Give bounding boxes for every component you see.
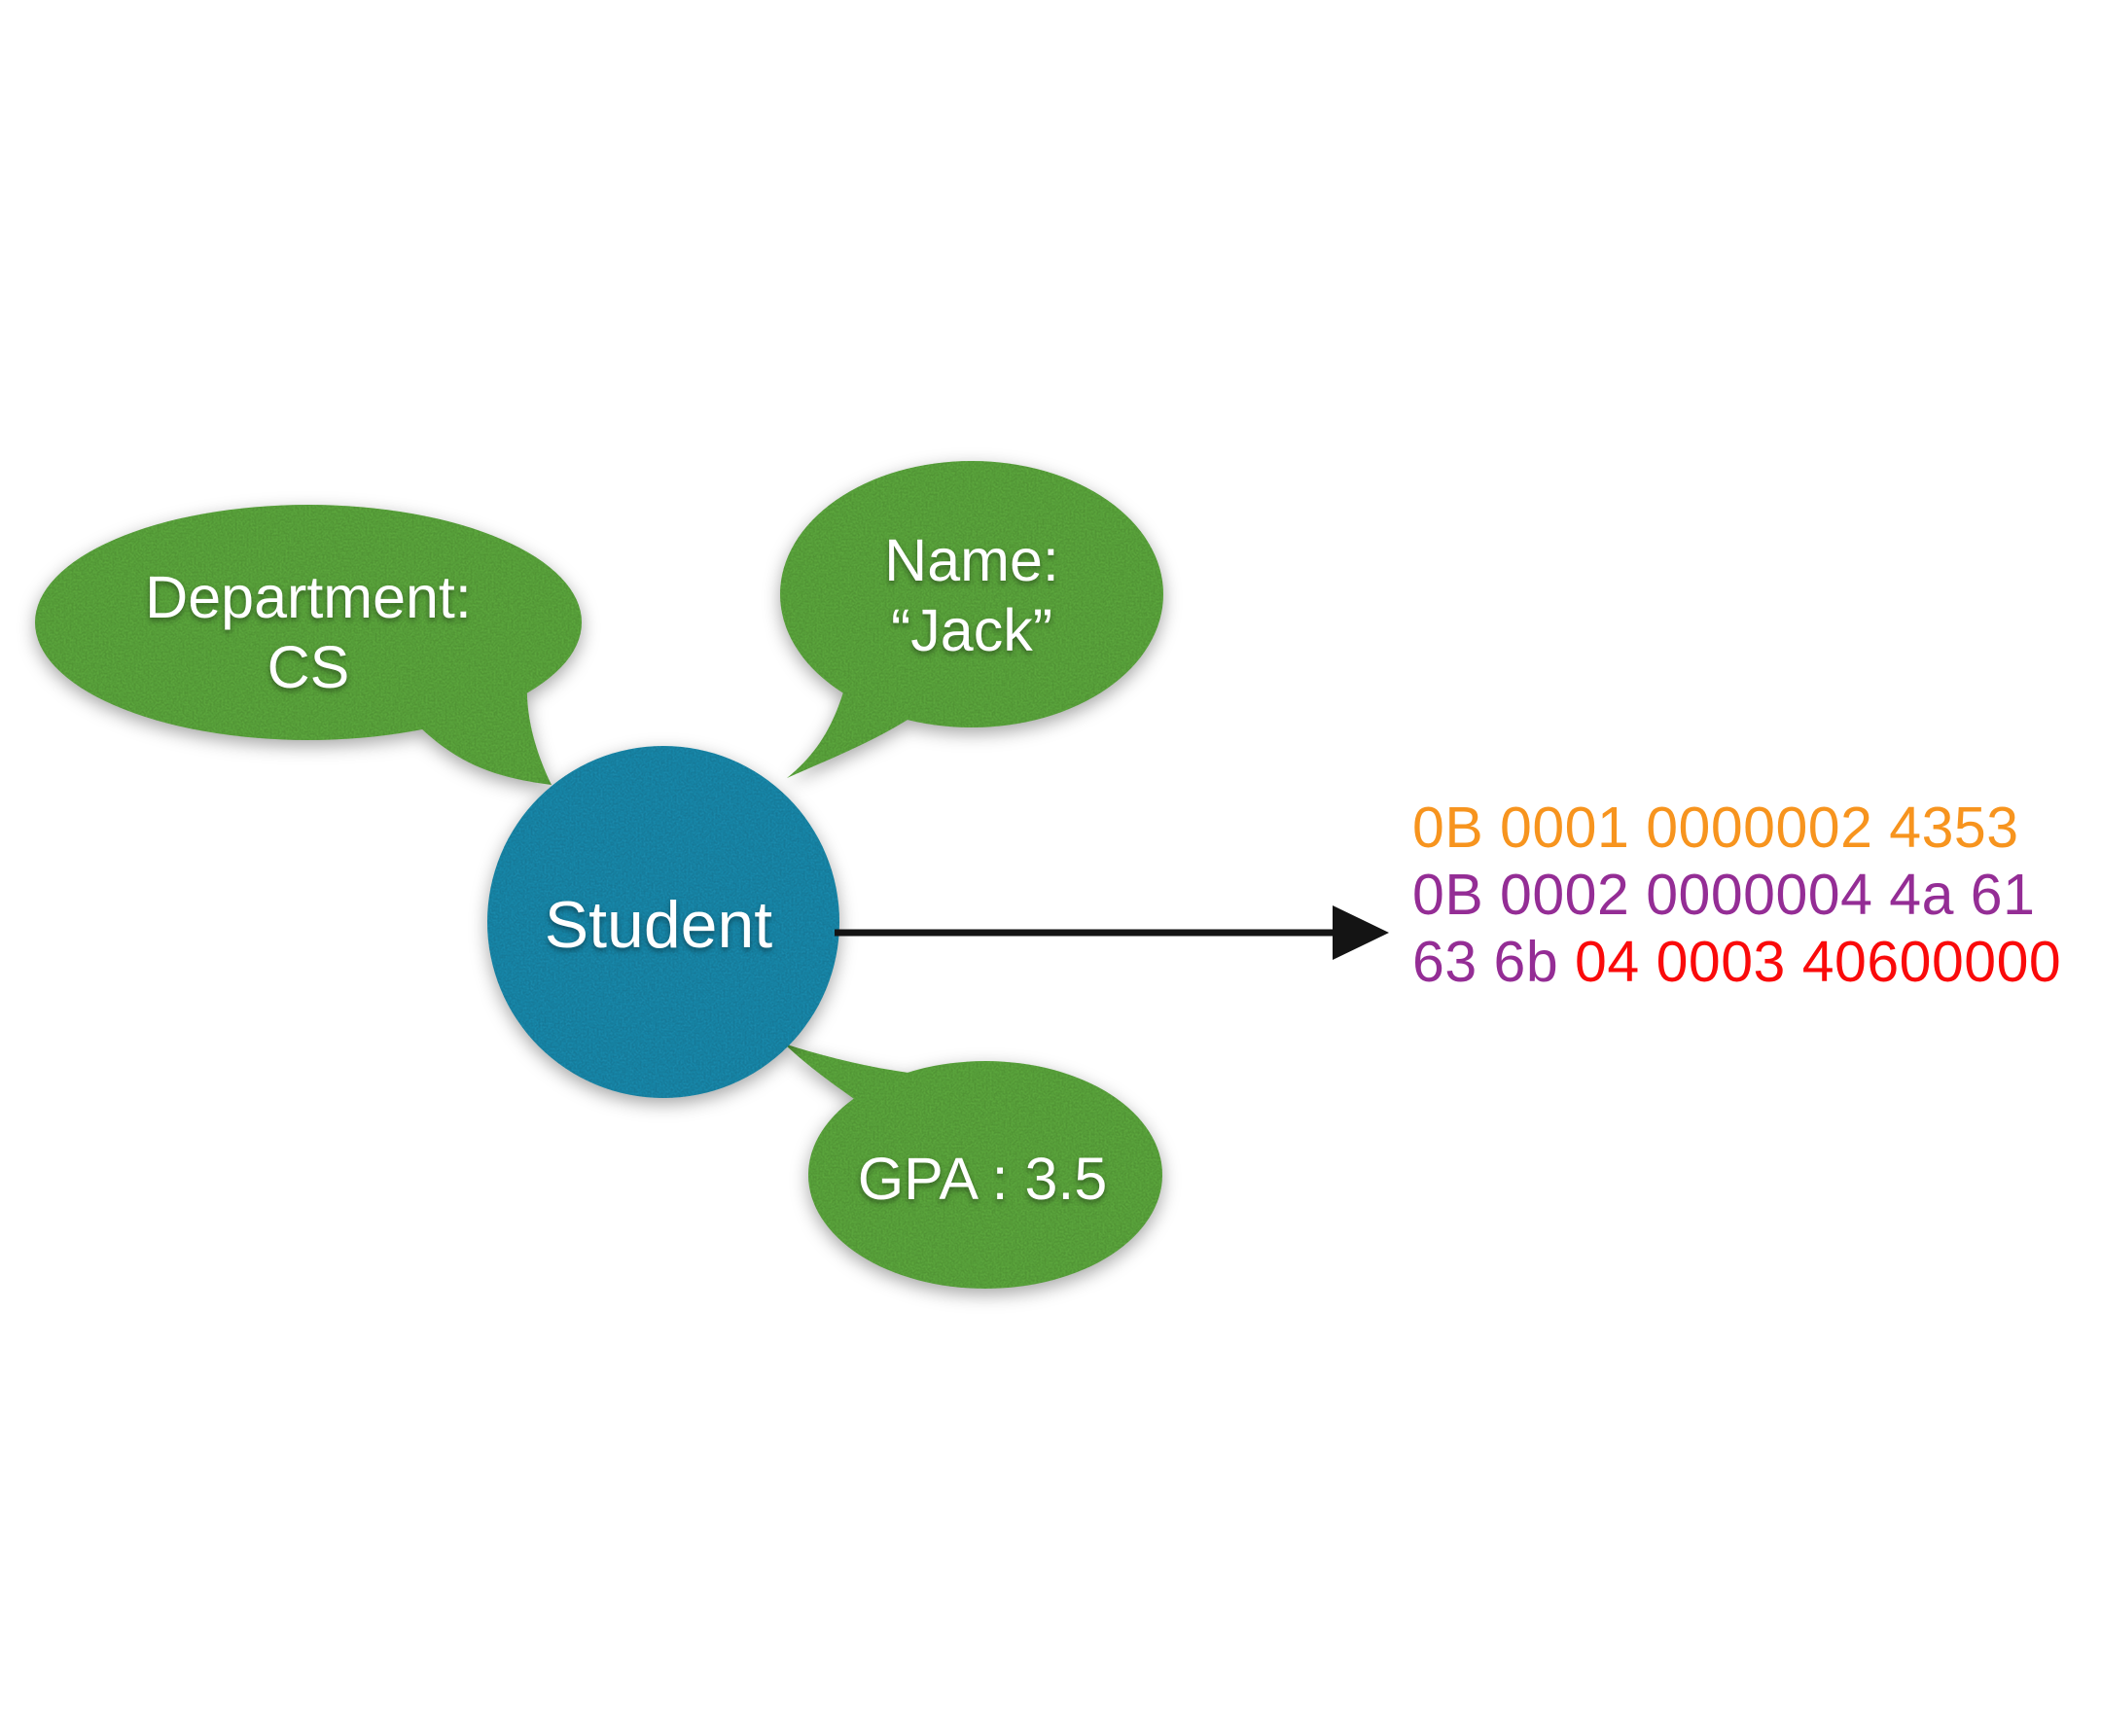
gpa-bubble — [784, 1044, 1162, 1289]
hex-line-3-segment-2: 04 0003 40600000 — [1575, 930, 2062, 994]
name-bubble-label: Name: “Jack” — [884, 525, 1059, 665]
encoding-arrowhead-icon — [1333, 905, 1389, 960]
name-bubble-tail — [787, 686, 912, 778]
department-label-line1: Department: — [145, 564, 472, 630]
hex-line-3-segment-1: 63 6b — [1412, 930, 1576, 994]
hex-line-1-text: 0B 0001 0000002 4353 — [1412, 796, 2019, 860]
department-bubble-label: Department: CS — [145, 562, 472, 702]
bson-hex-block: 0B 0001 0000002 4353 0B 0002 0000004 4a … — [1412, 795, 2061, 996]
student-node-circle — [487, 746, 839, 1098]
department-bubble-ellipse — [35, 505, 582, 740]
student-node — [487, 746, 839, 1098]
gpa-bubble-ellipse — [808, 1061, 1162, 1289]
department-label-line2: CS — [267, 634, 350, 700]
gpa-bubble-tail — [784, 1044, 908, 1103]
name-label-line1: Name: — [884, 527, 1059, 593]
hex-line-3: 63 6b 04 0003 40600000 — [1412, 929, 2061, 996]
student-node-label: Student — [544, 888, 773, 962]
hex-line-2: 0B 0002 0000004 4a 61 — [1412, 862, 2061, 929]
department-bubble-tail — [420, 670, 552, 785]
hex-line-2-text: 0B 0002 0000004 4a 61 — [1412, 863, 2036, 927]
encoding-arrow — [835, 905, 1389, 960]
hex-line-1: 0B 0001 0000002 4353 — [1412, 795, 2061, 862]
gpa-bubble-label: GPA : 3.5 — [858, 1144, 1108, 1214]
name-bubble-ellipse — [780, 461, 1163, 727]
name-bubble — [780, 461, 1163, 778]
name-label-line2: “Jack” — [890, 597, 1053, 663]
gpa-label-line1: GPA : 3.5 — [857, 1146, 1108, 1212]
department-bubble — [35, 505, 582, 785]
